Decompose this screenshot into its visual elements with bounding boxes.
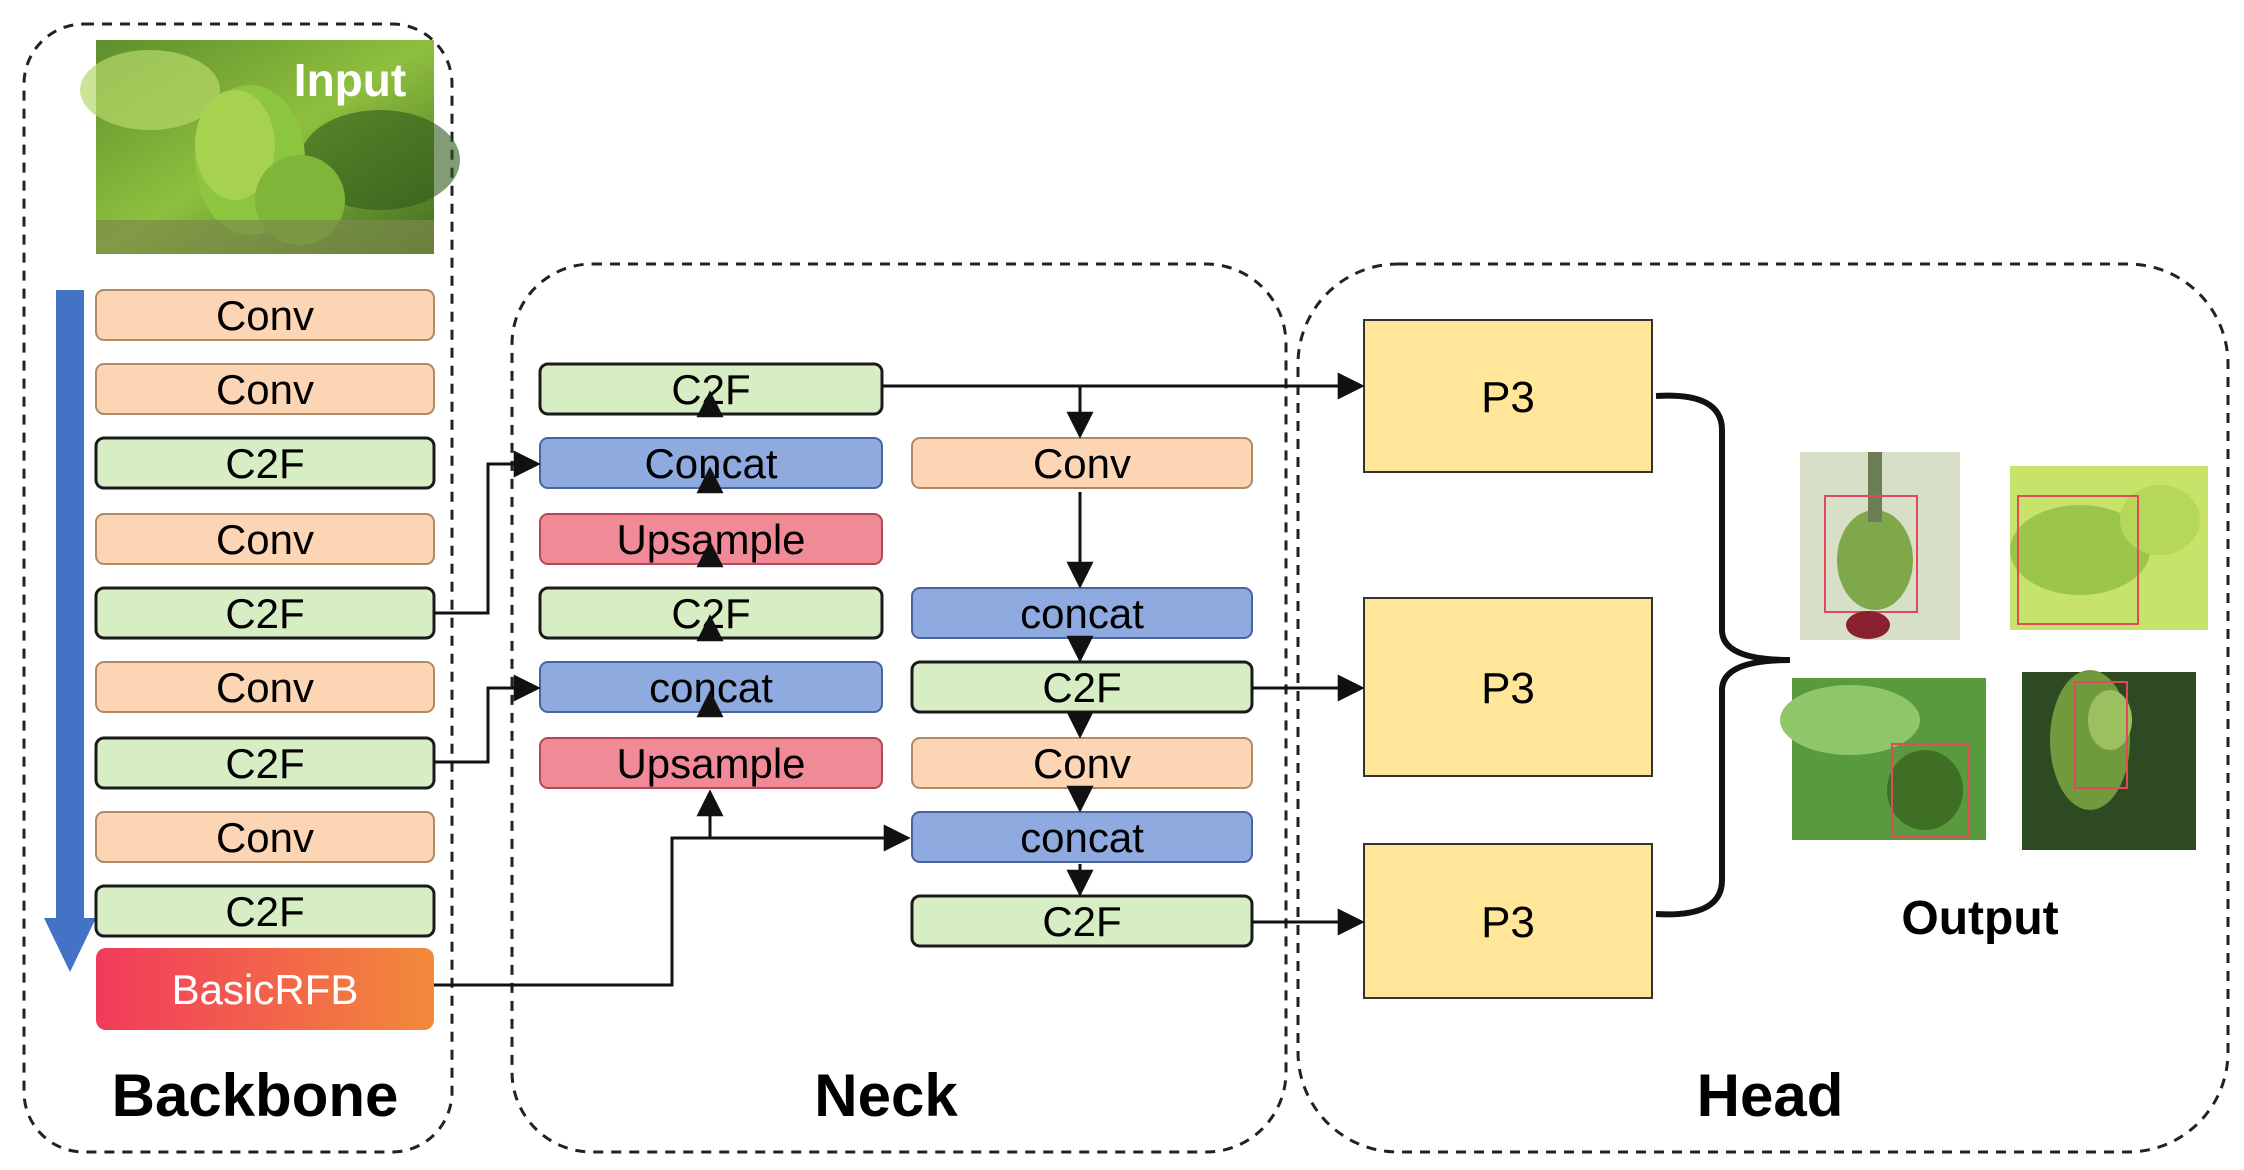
backbone-blocks-block-8: C2F: [94, 884, 436, 938]
backbone-blocks-block-2-box: [94, 436, 436, 490]
backbone-blocks-block-9-label: BasicRFB: [172, 966, 359, 1013]
backbone-blocks-block-1: Conv: [95, 363, 435, 415]
neck-right-block-3: Conv: [911, 737, 1253, 789]
curly-brace: [1655, 392, 1791, 918]
backbone-blocks-block-5-label: Conv: [216, 664, 314, 711]
backbone-blocks-block-0-label: Conv: [216, 292, 314, 339]
neck-right-block-2: C2F: [910, 660, 1254, 714]
backbone-blocks-block-7-label: Conv: [216, 814, 314, 861]
neck-right-block-5: C2F: [910, 894, 1254, 948]
neck-left-block-5-label: Upsample: [616, 740, 805, 787]
output-image-3: [1780, 678, 1986, 840]
head-blocks-block-2-box: [1363, 843, 1653, 999]
neck-left-block-0: C2F: [538, 362, 884, 416]
backbone-flow-arrow: [44, 290, 96, 972]
neck-left-block-5-box: [539, 737, 883, 789]
neck-right-block-4: concat: [911, 811, 1253, 863]
head-container: [1296, 262, 2230, 1154]
backbone-blocks-block-4: C2F: [94, 586, 436, 640]
backbone-blocks-block-8-label: C2F: [225, 888, 304, 935]
neck-right-block-3-label: Conv: [1033, 740, 1131, 787]
backbone-blocks-block-9-box: [96, 948, 434, 1030]
backbone-blocks-block-1-box: [95, 363, 435, 415]
backbone-blocks-block-7: Conv: [95, 811, 435, 863]
head-title: Head: [1697, 1062, 1844, 1129]
backbone-title: Backbone: [112, 1062, 399, 1129]
head-blocks-block-2-label: P3: [1481, 898, 1535, 947]
backbone-blocks-block-6: C2F: [94, 736, 436, 790]
output-image-2: [2010, 466, 2208, 630]
neck-left-block-1: Concat: [539, 437, 883, 489]
output-title: Output: [1901, 892, 2058, 945]
head-blocks-block-0-box: [1363, 319, 1653, 473]
backbone-blocks-block-0: Conv: [95, 289, 435, 341]
neck-right-block-1-label: concat: [1020, 590, 1144, 637]
backbone-blocks-block-3-box: [95, 513, 435, 565]
neck-title: Neck: [814, 1062, 958, 1129]
backbone-blocks-block-6-label: C2F: [225, 740, 304, 787]
backbone-blocks-block-2: C2F: [94, 436, 436, 490]
backbone-blocks-block-7-box: [95, 811, 435, 863]
backbone-blocks-block-8-box: [94, 884, 436, 938]
neck-right-block-0: Conv: [911, 437, 1253, 489]
head-blocks-block-2: P3: [1363, 843, 1653, 999]
backbone-blocks-block-5: Conv: [95, 661, 435, 713]
neck-right-block-4-label: concat: [1020, 814, 1144, 861]
backbone-blocks-block-0-box: [95, 289, 435, 341]
head-blocks-block-1: P3: [1363, 597, 1653, 777]
input-image: [80, 40, 460, 254]
head-blocks-block-1-label: P3: [1481, 664, 1535, 713]
neck-right-block-1: concat: [911, 587, 1253, 639]
neck-left-block-5: Upsample: [539, 737, 883, 789]
neck-right-block-2-label: C2F: [1042, 664, 1121, 711]
backbone-blocks-block-4-label: C2F: [225, 590, 304, 637]
backbone-blocks-block-3: Conv: [95, 513, 435, 565]
output-image-4: [2022, 670, 2196, 850]
backbone-blocks-block-5-box: [95, 661, 435, 713]
output-image-1: [1800, 452, 1960, 640]
connectors: [434, 372, 1365, 987]
neck-container: [510, 262, 1288, 1154]
neck-left-block-4: concat: [539, 661, 883, 713]
backbone-container: [22, 22, 454, 1154]
backbone-blocks-block-9: BasicRFB: [96, 948, 434, 1030]
neck-right-block-0-label: Conv: [1033, 440, 1131, 487]
head-blocks-block-0: P3: [1363, 319, 1653, 473]
neck-right-block-5-label: C2F: [1042, 898, 1121, 945]
head-blocks-block-1-box: [1363, 597, 1653, 777]
backbone-blocks-block-3-label: Conv: [216, 516, 314, 563]
input-label: Input: [294, 54, 406, 106]
backbone-blocks-block-2-label: C2F: [225, 440, 304, 487]
head-blocks-block-0-label: P3: [1481, 373, 1535, 422]
backbone-blocks-block-1-label: Conv: [216, 366, 314, 413]
neck-left-block-2: Upsample: [539, 513, 883, 565]
